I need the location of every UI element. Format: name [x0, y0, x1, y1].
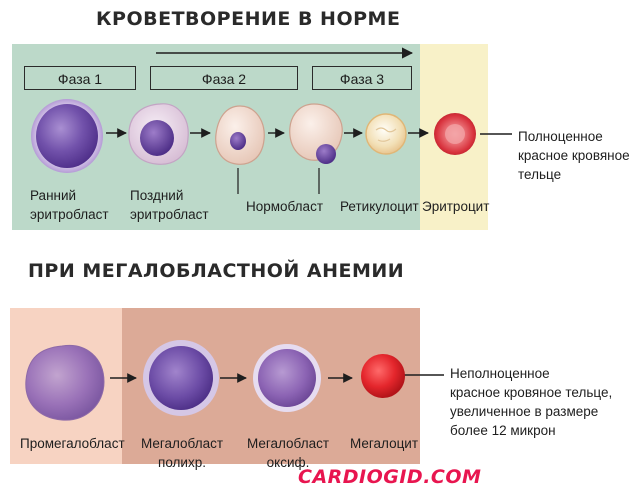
- normoblast-label: Нормобласт: [246, 199, 323, 214]
- brand-watermark: CARDIOGID.COM: [298, 466, 482, 488]
- reticulocyte-label: Ретикулоцит: [340, 199, 419, 214]
- anemia-title: ПРИ МЕГАЛОБЛАСТНОЙ АНЕМИИ: [28, 260, 405, 282]
- phase-2-box: Фаза 2: [150, 66, 298, 90]
- anemia-note: Неполноценное красное кровяное тельце, у…: [450, 366, 613, 438]
- normoblast-cell-2: [289, 103, 343, 164]
- early-erythroblast-label: Ранний эритробласт: [30, 188, 109, 222]
- promegaloblast-label: Промегалобласт: [20, 436, 125, 451]
- phase-3-box: Фаза 3: [312, 66, 412, 90]
- normal-note: Полноценное красное кровяное тельце: [518, 129, 630, 182]
- megaloblast-polychromatic-label: Мегалобласт полихр.: [140, 436, 224, 470]
- early-erythroblast-cell: [31, 99, 103, 173]
- phase-1-box: Фаза 1: [24, 66, 136, 90]
- megaloblast-polychromatic-cell: [143, 340, 219, 416]
- normoblast-cell-1: [215, 105, 265, 165]
- megalocyte-cell: [361, 354, 405, 398]
- megaloblast-oxyphilic-label: Мегалобласт оксиф.: [246, 436, 330, 470]
- megaloblast-oxyphilic-cell: [253, 344, 321, 412]
- reticulocyte-cell: [365, 113, 407, 155]
- late-erythroblast-cell: [128, 103, 189, 165]
- megalocyte-label: Мегалоцит: [350, 436, 419, 451]
- erythrocyte-cell: [434, 113, 476, 155]
- promegaloblast-cell: [25, 344, 105, 421]
- normal-title: КРОВЕТВОРЕНИЕ В НОРМЕ: [96, 8, 401, 30]
- late-erythroblast-label: Поздний эритробласт: [130, 188, 209, 222]
- erythrocyte-label: Эритроцит: [422, 199, 490, 214]
